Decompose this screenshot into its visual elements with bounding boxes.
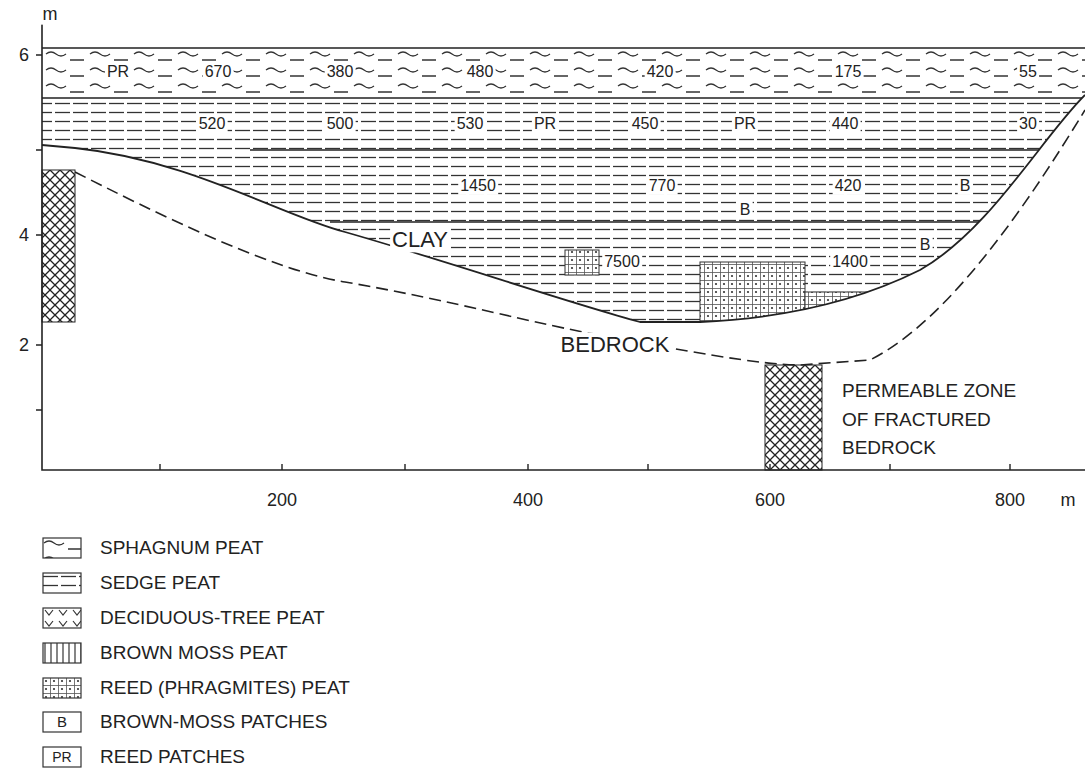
reed-peat-patch <box>565 250 599 275</box>
legend-text: SEDGE PEAT <box>100 572 220 594</box>
legend-sample <box>43 643 81 663</box>
peat-value: 500 <box>325 115 356 133</box>
peat-value: 30 <box>1017 115 1039 133</box>
legend-sample <box>43 573 81 593</box>
legend-text: BROWN-MOSS PATCHES <box>100 711 327 733</box>
axis-unit: m <box>1059 490 1078 511</box>
legend-sample <box>43 678 81 698</box>
peat-value: 7500 <box>602 253 642 271</box>
axis-tick-label: 2 <box>17 335 31 356</box>
legend-entry: SEDGE PEAT <box>42 570 220 596</box>
legend-text: BROWN MOSS PEAT <box>100 642 288 664</box>
axis-unit: m <box>41 4 60 25</box>
axis-tick-label: 400 <box>511 490 545 511</box>
axis-tick-label: 800 <box>993 490 1027 511</box>
peat-value: 175 <box>833 63 864 81</box>
patch-code: B <box>738 201 753 219</box>
legend-text: SPHAGNUM PEAT <box>100 537 263 559</box>
zone-label: PERMEABLE ZONE OF FRACTURED BEDROCK <box>840 377 1044 463</box>
legend-sample <box>43 747 81 767</box>
legend-entry: BROWN MOSS PEAT <box>42 640 288 666</box>
clay-surface <box>42 95 1085 322</box>
patch-code: PR <box>105 63 131 81</box>
legend-code: B <box>55 713 69 730</box>
peat-value: 530 <box>455 115 486 133</box>
axis-tick-label: 6 <box>17 45 31 66</box>
legend-swatch <box>42 642 82 664</box>
legend-entry: BROWN-MOSS PATCHES <box>42 709 327 735</box>
axis-tick-label: 200 <box>265 490 299 511</box>
peat-value: 770 <box>647 177 678 195</box>
peat-value: 440 <box>830 115 861 133</box>
peat-value: 480 <box>465 63 496 81</box>
legend-sample <box>43 538 81 558</box>
layer-name: BEDROCK <box>559 332 672 357</box>
patch-code: PR <box>732 115 758 133</box>
legend-sample <box>43 712 81 732</box>
legend-swatch <box>42 677 82 699</box>
peat-value: 55 <box>1017 63 1039 81</box>
axis-tick <box>160 464 1010 470</box>
peat-value: 1400 <box>830 253 870 271</box>
legend-text: REED PATCHES <box>100 746 245 768</box>
axis <box>42 10 1085 470</box>
legend-entry: DECIDUOUS-TREE PEAT <box>42 605 325 631</box>
patch-code: PR <box>532 115 558 133</box>
peat-value: 380 <box>325 63 356 81</box>
peat-value: 520 <box>197 115 228 133</box>
legend-swatch <box>42 537 82 559</box>
peat-value: 420 <box>645 63 676 81</box>
bedrock-surface <box>75 110 1085 365</box>
legend-text: REED (PHRAGMITES) PEAT <box>100 677 350 699</box>
legend-swatch <box>42 572 82 594</box>
fractured-bedrock <box>42 170 75 322</box>
axis-tick-label: 4 <box>17 225 31 246</box>
legend-sample <box>43 608 81 628</box>
peat-value: 670 <box>203 63 234 81</box>
sphagnum-layer <box>42 48 1085 98</box>
peat-value: 1450 <box>458 177 498 195</box>
legend-entry: REED (PHRAGMITES) PEAT <box>42 675 350 701</box>
patch-code: B <box>958 177 973 195</box>
clay-fill <box>42 95 1085 470</box>
legend-code: PR <box>50 749 73 765</box>
legend-swatch <box>42 607 82 629</box>
layer-name: CLAY <box>390 227 450 252</box>
peat-value: 420 <box>833 177 864 195</box>
peat-value: 450 <box>630 115 661 133</box>
patch-code: B <box>918 236 933 254</box>
axis-tick <box>36 55 42 410</box>
axis-tick-label: 600 <box>753 490 787 511</box>
fractured-bedrock <box>765 365 822 470</box>
legend-entry: SPHAGNUM PEAT <box>42 535 263 561</box>
legend-text: DECIDUOUS-TREE PEAT <box>100 607 325 629</box>
